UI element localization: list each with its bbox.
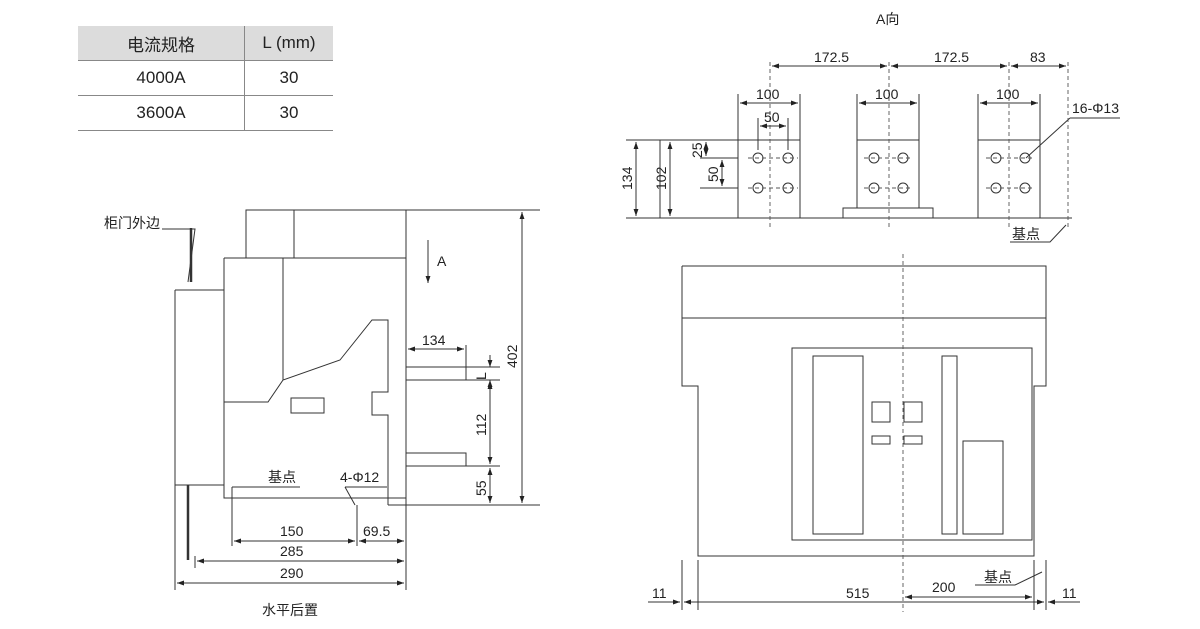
a-view-centerlines xyxy=(748,62,1069,230)
base-point-label: 基点 xyxy=(268,469,296,485)
dim-515-label: 515 xyxy=(846,585,870,601)
dim-150-label: 150 xyxy=(280,523,304,539)
cabinet-door-label: 柜门外边 xyxy=(104,215,160,231)
dim-172-5-first: 172.5 xyxy=(814,49,849,65)
a-view-base-point-label: 基点 xyxy=(1012,226,1040,242)
a-view-title: A向 xyxy=(876,11,899,27)
front-view-dimensions xyxy=(648,594,1080,605)
dim-134-a-label: 134 xyxy=(619,166,635,190)
dim-102-label: 102 xyxy=(653,166,669,190)
dim-402-label: 402 xyxy=(504,344,520,368)
dim-69-5-label: 69.5 xyxy=(363,523,390,539)
dim-100-third: 100 xyxy=(996,86,1020,102)
dim-290-label: 290 xyxy=(280,565,304,581)
side-view-dimensions xyxy=(177,212,525,586)
table-cell-current: 4000A xyxy=(78,60,245,96)
dim-L-label: L xyxy=(473,372,489,380)
column-header-current: 电流规格 xyxy=(78,26,245,61)
dim-200-label: 200 xyxy=(932,579,956,595)
holes-16-phi13-label: 16-Φ13 xyxy=(1072,100,1119,116)
a-view-labels: A向 172.5 172.5 83 100 100 100 50 25 50 1… xyxy=(619,11,1119,242)
dim-172-5-second: 172.5 xyxy=(934,49,969,65)
table-cell-length: 30 xyxy=(244,60,333,96)
dim-112-label: 112 xyxy=(473,413,489,436)
table-cell-current: 3600A xyxy=(78,95,245,131)
dim-11-right-label: 11 xyxy=(1062,585,1077,601)
dim-285-label: 285 xyxy=(280,543,304,559)
current-spec-table: 电流规格 L (mm) 4000A 30 3600A 30 xyxy=(78,26,333,131)
a-view-dimensions xyxy=(633,63,1066,216)
dim-50-horizontal: 50 xyxy=(764,109,780,125)
front-view xyxy=(681,265,1047,610)
a-view xyxy=(626,94,1120,243)
dim-11-left-label: 11 xyxy=(652,585,667,601)
dim-100-first: 100 xyxy=(756,86,780,102)
holes-4-phi12-label: 4-Φ12 xyxy=(340,469,379,485)
table-row: 4000A 30 xyxy=(78,60,333,96)
dim-25-label: 25 xyxy=(689,142,705,158)
side-view-labels: 柜门外边 A 基点 4-Φ12 134 L 112 55 402 150 69.… xyxy=(104,215,520,618)
dim-83-label: 83 xyxy=(1030,49,1046,65)
side-view xyxy=(162,209,540,590)
dim-134-label: 134 xyxy=(422,332,446,348)
dim-50-vertical: 50 xyxy=(705,166,721,182)
table-row: 3600A 30 xyxy=(78,95,333,131)
dim-100-second: 100 xyxy=(875,86,899,102)
table-header-row: 电流规格 L (mm) xyxy=(78,26,333,61)
table-cell-length: 30 xyxy=(244,95,333,131)
front-view-labels: 基点 11 515 200 11 xyxy=(652,569,1077,601)
front-view-base-point-label: 基点 xyxy=(984,569,1012,585)
direction-a-label: A xyxy=(437,253,447,269)
side-view-caption: 水平后置 xyxy=(262,602,318,618)
dim-55-label: 55 xyxy=(473,480,489,496)
column-header-length: L (mm) xyxy=(244,26,333,61)
